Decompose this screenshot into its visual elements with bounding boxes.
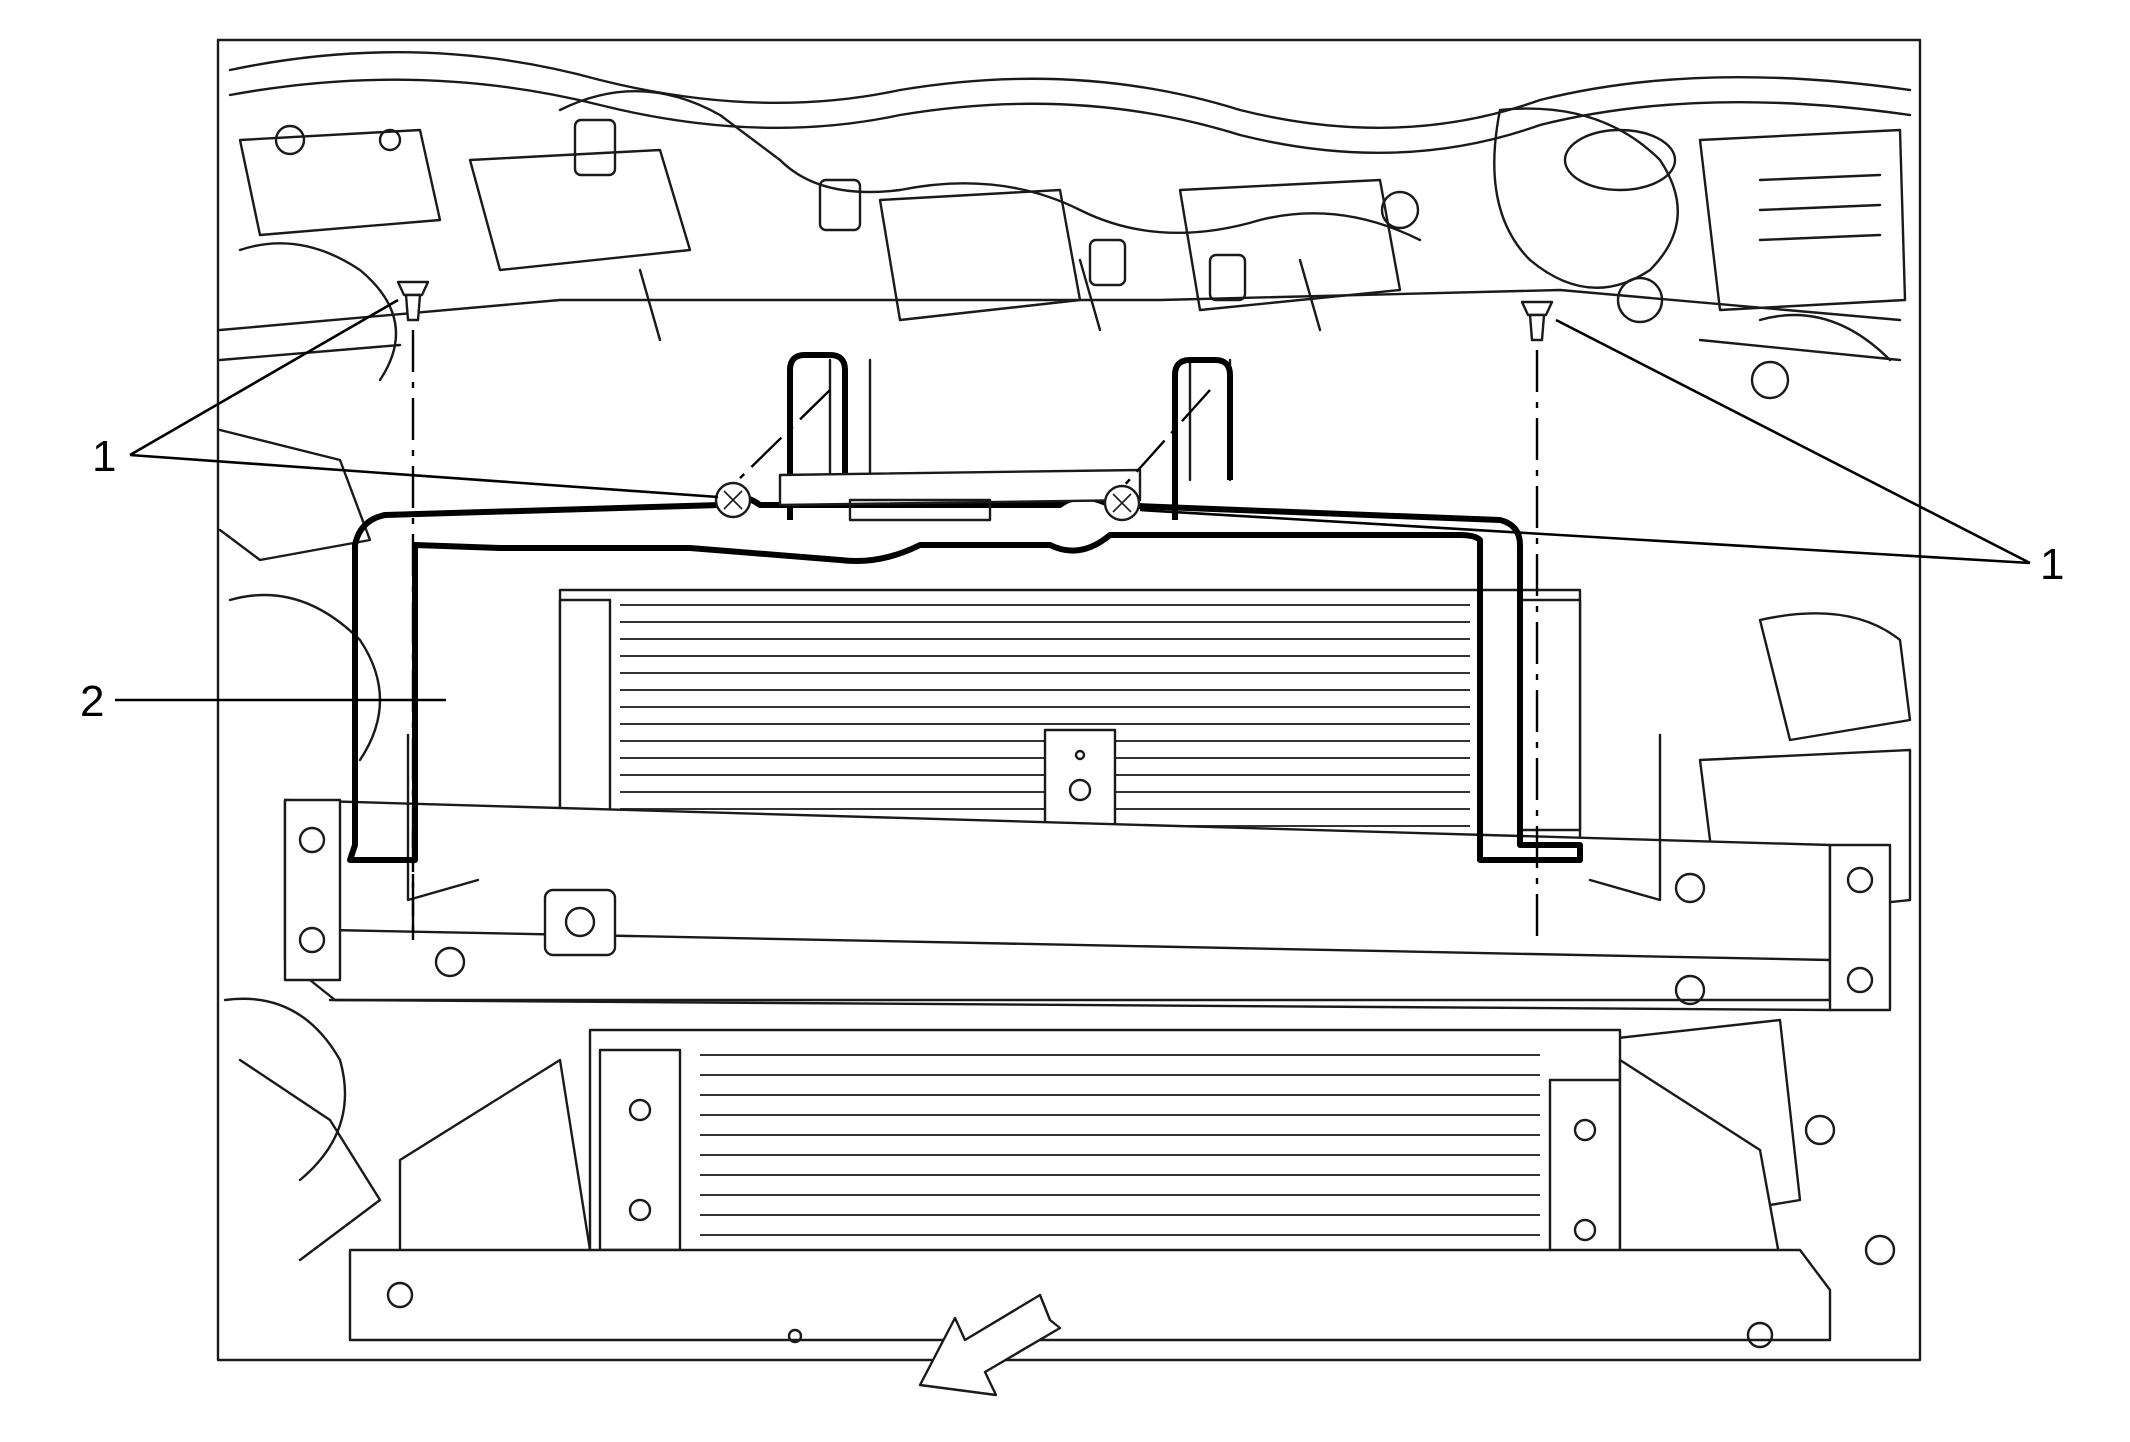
- push-pin-fastener-right: [1520, 300, 1554, 342]
- callout-1-left: 1: [92, 298, 719, 499]
- installation-guide-lines: [411, 330, 1539, 940]
- callout-1-right-label: 1: [2040, 540, 2064, 589]
- callout-2: 2: [80, 677, 446, 726]
- radiator-support-bracket: [347, 352, 1583, 863]
- condenser-core: [558, 588, 1582, 842]
- lower-radiator: [348, 1028, 1832, 1349]
- front-of-vehicle-arrow-icon: [918, 1293, 1062, 1397]
- callout-1-left-label: 1: [92, 432, 116, 481]
- callout-2-label: 2: [80, 677, 104, 726]
- front-cross-member: [283, 733, 1892, 1012]
- engine-compartment: [216, 38, 1922, 1362]
- callout-1-right: 1: [1139, 318, 2064, 589]
- lower-radiator-fins: [700, 1054, 1540, 1236]
- push-pin-fastener-left: [396, 280, 430, 322]
